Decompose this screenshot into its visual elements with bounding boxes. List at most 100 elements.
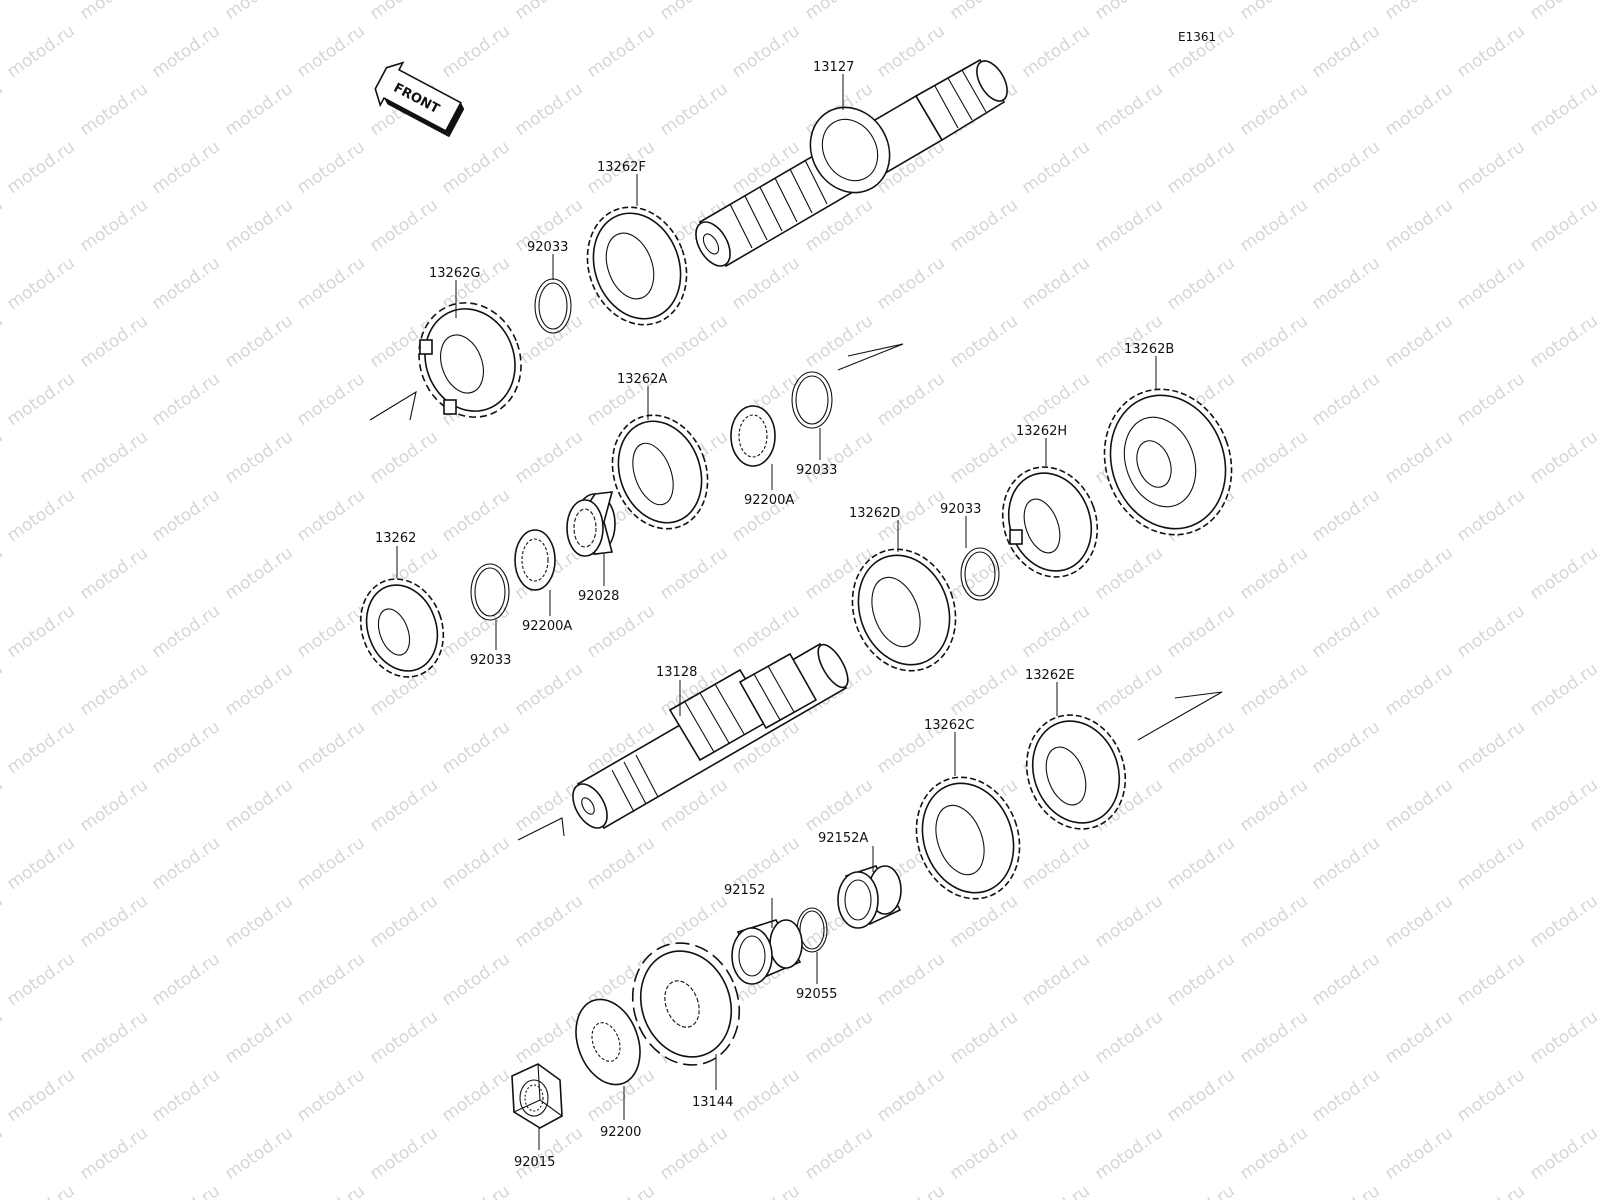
gear-13262C[interactable] [900,763,1036,914]
watermark-text: motod.ru [76,891,151,952]
watermark-text: motod.ru [1453,369,1528,430]
watermark-text: motod.ru [1381,659,1456,720]
watermark-text: motod.ru [1381,891,1456,952]
watermark-text: motod.ru [221,1123,296,1184]
watermark-text: motod.ru [3,1065,78,1126]
watermark-text: motod.ru [221,659,296,720]
label-92033-top: 92033 [527,240,568,255]
watermark-text: motod.ru [1018,949,1093,1010]
watermark-text: motod.ru [1091,543,1166,604]
gear-13262D[interactable] [836,535,972,686]
watermark-text: motod.ru [76,1007,151,1068]
watermark-text: motod.ru [76,311,151,372]
shaft-13127[interactable] [689,56,1014,272]
watermark-text: motod.ru [1018,253,1093,314]
watermark-text: motod.ru [511,427,586,488]
watermark-text: motod.ru [438,137,513,198]
sprocket-13144[interactable] [616,928,756,1080]
watermark-text: motod.ru [1236,1123,1311,1184]
watermark-text: motod.ru [656,543,731,604]
watermark-text: motod.ru [1453,833,1528,894]
watermark-text: motod.ru [1091,195,1166,256]
label-92033-mid-right: 92033 [940,502,981,517]
gear-13262B[interactable] [1084,371,1251,552]
label-92200A-lower: 92200A [522,619,572,634]
watermark-text: motod.ru [3,253,78,314]
gear-13262E[interactable] [1011,701,1141,843]
watermark-text: motod.ru [511,79,586,140]
watermark-text: motod.ru [946,1007,1021,1068]
watermark-text: motod.ru [221,79,296,140]
gear-13262[interactable] [347,567,456,688]
watermark-text: motod.ru [1526,79,1600,140]
watermark-text: motod.ru [0,659,7,720]
gear-13262G[interactable] [403,288,537,431]
watermark-text: motod.ru [1163,1065,1238,1126]
watermark-text: motod.ru [1236,659,1311,720]
watermark-text: motod.ru [1308,1181,1383,1200]
watermark-text: motod.ru [1236,891,1311,952]
watermark-text: motod.ru [656,891,731,952]
washer-92200A-upper[interactable] [730,405,776,467]
watermark-text: motod.ru [1381,311,1456,372]
watermark-text: motod.ru [0,543,7,604]
watermark-text: motod.ru [293,1181,368,1200]
watermark-text: motod.ru [511,891,586,952]
circlip-92033-lower-left[interactable] [470,563,510,621]
gear-13262A[interactable] [597,402,723,542]
watermark-text: motod.ru [873,1065,948,1126]
watermark-text: motod.ru [946,195,1021,256]
watermark-text: motod.ru [1018,1065,1093,1126]
watermark-text: motod.ru [1018,1181,1093,1200]
watermark-text: motod.ru [1163,717,1238,778]
watermark-text: motod.ru [1381,1007,1456,1068]
watermark-text: motod.ru [1453,485,1528,546]
watermark-text: motod.ru [1236,311,1311,372]
watermark-text: motod.ru [583,21,658,82]
label-92200A-upper: 92200A [744,493,794,508]
watermark-text: motod.ru [656,1123,731,1184]
watermark-text: motod.ru [148,601,223,662]
watermark-text: motod.ru [801,1123,876,1184]
watermark-text: motod.ru [0,427,7,488]
watermark-text: motod.ru [801,427,876,488]
collar-92152[interactable] [731,919,803,985]
watermark-text: motod.ru [1526,1123,1600,1184]
watermark-text: motod.ru [76,543,151,604]
watermark-text: motod.ru [1453,253,1528,314]
watermark-text: motod.ru [801,311,876,372]
watermark-text: motod.ru [221,0,296,24]
circlip-92033-mid-right[interactable] [960,547,1000,601]
watermark-text: motod.ru [583,1181,658,1200]
watermark-text: motod.ru [1163,1181,1238,1200]
watermark-text: motod.ru [728,253,803,314]
washer-92200A-lower[interactable] [514,529,556,591]
watermark-text: motod.ru [1381,79,1456,140]
watermark-text: motod.ru [511,0,586,24]
watermark-text: motod.ru [0,891,7,952]
watermark-text: motod.ru [438,717,513,778]
watermark-text: motod.ru [438,21,513,82]
watermark-text: motod.ru [1236,775,1311,836]
diagram-code: E1361 [1178,30,1216,44]
washer-92200[interactable] [565,990,651,1093]
watermark-text: motod.ru [293,949,368,1010]
bearing-92028[interactable] [566,491,616,557]
watermark-text: motod.ru [873,949,948,1010]
watermark-text: motod.ru [366,0,441,24]
shaft-13128[interactable] [566,640,854,834]
watermark-text: motod.ru [3,485,78,546]
gear-13262F[interactable] [571,193,702,339]
watermark-text: motod.ru [366,775,441,836]
circlip-92033-upper-right[interactable] [791,371,833,429]
label-92015: 92015 [514,1155,555,1170]
watermark-text: motod.ru [3,833,78,894]
watermark-text: motod.ru [1526,427,1600,488]
watermark-text: motod.ru [366,1007,441,1068]
nut-92015[interactable] [511,1063,563,1129]
circlip-92033-top[interactable] [534,278,572,334]
collar-92152A[interactable] [837,865,902,929]
gear-13262H[interactable] [988,454,1113,591]
watermark-text: motod.ru [366,1123,441,1184]
